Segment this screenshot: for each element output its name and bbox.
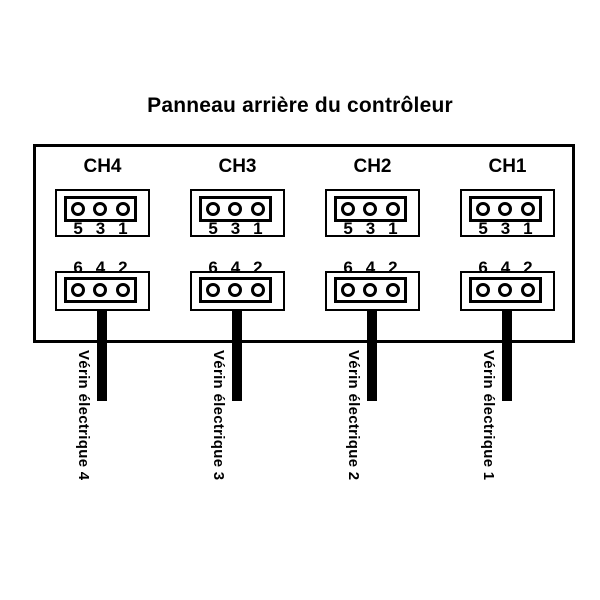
pin-number: 4 [95, 258, 106, 277]
pin-number: 2 [523, 258, 533, 277]
socket-block [334, 196, 407, 222]
cable-label: Vérin électrique 1 [480, 350, 497, 481]
socket-pin-icon [476, 283, 491, 297]
bottom-connector [460, 271, 555, 311]
socket-pin-icon [206, 202, 221, 216]
socket-pin-icon [115, 202, 130, 216]
socket-pin-icon [498, 202, 513, 216]
pin-numbers-row: 5 3 1 [202, 219, 269, 238]
pin-number: 1 [118, 219, 128, 238]
socket-pin-icon [341, 283, 356, 297]
socket-pin-icon [498, 283, 513, 297]
pin-numbers-row: 5 3 1 [67, 219, 134, 238]
pin-number: 2 [388, 258, 398, 277]
top-connector: 5 3 1 [325, 189, 420, 237]
socket-pin-icon [250, 283, 265, 297]
pin-number: 6 [73, 258, 83, 277]
cable-line [97, 309, 107, 401]
pin-number: 1 [523, 219, 533, 238]
channel-label: CH2 [353, 156, 392, 177]
bottom-connector [55, 271, 150, 311]
socket-pin-icon [71, 202, 86, 216]
bottom-connector [325, 271, 420, 311]
pin-numbers-row: 5 3 1 [472, 219, 539, 238]
cable-label: Vérin électrique 2 [345, 350, 362, 481]
socket-pin-icon [228, 202, 243, 216]
pin-numbers-row: 6 4 2 [337, 258, 404, 277]
pin-number: 1 [388, 219, 398, 238]
socket-block [469, 277, 542, 303]
socket-block [64, 277, 137, 303]
channel-label: CH3 [218, 156, 257, 177]
socket-pin-icon [71, 283, 86, 297]
socket-pin-icon [250, 202, 265, 216]
bottom-connector [190, 271, 285, 311]
pin-number: 5 [208, 219, 218, 238]
socket-pin-icon [385, 283, 400, 297]
socket-block [199, 277, 272, 303]
socket-pin-icon [93, 283, 108, 297]
socket-pin-icon [520, 283, 535, 297]
cable-line [502, 309, 512, 401]
socket-pin-icon [520, 202, 535, 216]
channel-column-ch2: CH2 5 3 1 6 4 2 Vérin é [325, 0, 420, 600]
pin-numbers-row: 6 4 2 [202, 258, 269, 277]
channel-label: CH1 [488, 156, 527, 177]
socket-pin-icon [363, 283, 378, 297]
pin-numbers-row: 6 4 2 [472, 258, 539, 277]
pin-number: 3 [230, 219, 241, 238]
socket-pin-icon [228, 283, 243, 297]
pin-numbers-row: 5 3 1 [337, 219, 404, 238]
pin-number: 6 [478, 258, 488, 277]
cable-label: Vérin électrique 4 [75, 350, 92, 481]
socket-block [334, 277, 407, 303]
cable-line [367, 309, 377, 401]
socket-block [199, 196, 272, 222]
pin-number: 6 [343, 258, 353, 277]
pin-number: 3 [95, 219, 106, 238]
channel-column-ch1: CH1 5 3 1 6 4 2 Vérin é [460, 0, 555, 600]
socket-pin-icon [115, 283, 130, 297]
pin-number: 5 [73, 219, 83, 238]
diagram-title: Panneau arrière du contrôleur [147, 94, 453, 117]
pin-number: 1 [253, 219, 263, 238]
channel-column-ch3: CH3 5 3 1 6 4 2 Vérin é [190, 0, 285, 600]
socket-block [64, 196, 137, 222]
socket-pin-icon [385, 202, 400, 216]
pin-number: 3 [365, 219, 376, 238]
socket-pin-icon [206, 283, 221, 297]
socket-pin-icon [341, 202, 356, 216]
socket-pin-icon [363, 202, 378, 216]
pin-number: 2 [118, 258, 128, 277]
socket-pin-icon [93, 202, 108, 216]
pin-number: 6 [208, 258, 218, 277]
socket-block [469, 196, 542, 222]
pin-numbers-row: 6 4 2 [67, 258, 134, 277]
top-connector: 5 3 1 [460, 189, 555, 237]
channel-label: CH4 [83, 156, 122, 177]
cable-line [232, 309, 242, 401]
socket-pin-icon [476, 202, 491, 216]
pin-number: 5 [343, 219, 353, 238]
pin-number: 4 [365, 258, 376, 277]
pin-number: 4 [230, 258, 241, 277]
top-connector: 5 3 1 [190, 189, 285, 237]
pin-number: 5 [478, 219, 488, 238]
channel-column-ch4: CH4 5 3 1 6 4 2 Vérin é [55, 0, 150, 600]
pin-number: 4 [500, 258, 511, 277]
cable-label: Vérin électrique 3 [210, 350, 227, 481]
top-connector: 5 3 1 [55, 189, 150, 237]
pin-number: 3 [500, 219, 511, 238]
pin-number: 2 [253, 258, 263, 277]
